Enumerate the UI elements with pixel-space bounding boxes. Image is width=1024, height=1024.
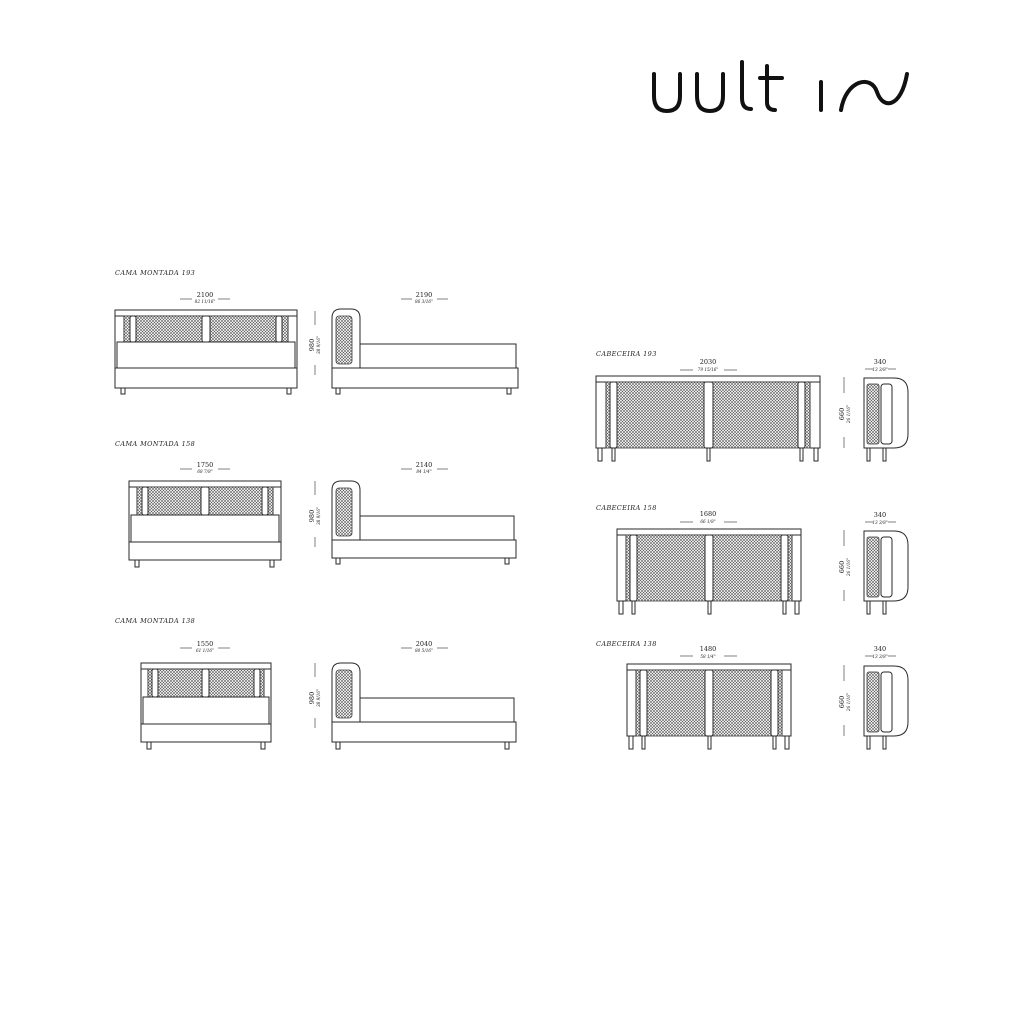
bed-front-view xyxy=(114,309,298,395)
headboard-height: 660 xyxy=(838,561,846,573)
headboard-height: 660 xyxy=(838,408,846,420)
bed-title: CAMA MONTADA 158 xyxy=(115,440,195,448)
headboard-width-in: 66 1/8" xyxy=(700,519,715,524)
side-depth-in: 80 5/16" xyxy=(415,648,433,653)
bed-height-in: 38 9/16" xyxy=(316,336,321,354)
bed-side-view xyxy=(331,480,517,565)
front-width-in: 82 11/16" xyxy=(195,299,216,304)
front-width: 1550 xyxy=(197,640,214,648)
headboard-side-view xyxy=(863,665,909,750)
headboard-title: CABECEIRA 193 xyxy=(596,350,657,358)
bed-height: 980 xyxy=(308,339,316,351)
headboard-158: CABECEIRA 158 1680 66 1/8" 340 13 3/8" 6… xyxy=(596,504,909,615)
headboard-width: 1680 xyxy=(700,510,717,518)
headboard-depth-in: 13 3/8" xyxy=(872,520,887,525)
bed-height-in: 38 9/16" xyxy=(316,689,321,707)
headboard-depth: 340 xyxy=(874,358,886,366)
brand-logo: uultis xyxy=(0,0,909,114)
headboard-front-view xyxy=(616,528,802,615)
bed-side-view xyxy=(331,662,517,750)
headboard-width: 2030 xyxy=(700,358,717,366)
headboard-138: CABECEIRA 138 1480 58 1/4" 340 13 3/8" 6… xyxy=(596,640,909,750)
side-depth: 2140 xyxy=(416,461,433,469)
headboard-height-in: 26 1/16" xyxy=(846,558,851,577)
bed-front-view xyxy=(140,662,272,750)
logo-text: uultis xyxy=(0,0,3,1)
bed-height: 980 xyxy=(308,692,316,704)
front-width: 2100 xyxy=(197,291,214,299)
bed-height: 980 xyxy=(308,510,316,522)
headboard-height: 660 xyxy=(838,696,846,708)
headboard-depth: 340 xyxy=(874,511,886,519)
front-width: 1750 xyxy=(197,461,214,469)
bed-side-view xyxy=(331,308,519,395)
headboard-depth-in: 13 3/8" xyxy=(872,367,887,372)
headboard-title: CABECEIRA 158 xyxy=(596,504,657,512)
headboard-width: 1480 xyxy=(700,645,717,653)
headboard-front-view xyxy=(595,375,821,462)
headboard-height-in: 26 1/16" xyxy=(846,693,851,712)
headboard-width-in: 79 15/16" xyxy=(698,367,719,372)
bed-193: CAMA MONTADA 193 2100 82 11/16" 2190 86 … xyxy=(114,269,519,395)
headboard-depth-in: 13 3/8" xyxy=(872,654,887,659)
headboard-193: CABECEIRA 193 2030 79 15/16" 340 13 3/8"… xyxy=(595,350,909,462)
side-depth-in: 84 1/4" xyxy=(416,469,431,474)
bed-158: CAMA MONTADA 158 1750 68 7/8" 2140 84 1/… xyxy=(115,440,517,568)
front-width-in: 61 1/16" xyxy=(196,648,214,653)
headboard-front-view xyxy=(626,663,792,750)
headboard-depth: 340 xyxy=(874,645,886,653)
bed-height-in: 38 9/16" xyxy=(316,507,321,525)
headboard-title: CABECEIRA 138 xyxy=(596,640,657,648)
side-depth: 2190 xyxy=(416,291,433,299)
bed-front-view xyxy=(128,480,282,568)
bed-title: CAMA MONTADA 193 xyxy=(115,269,195,277)
bed-138: CAMA MONTADA 138 1550 61 1/16" 2040 80 5… xyxy=(115,617,517,750)
headboard-height-in: 26 1/16" xyxy=(846,405,851,424)
front-width-in: 68 7/8" xyxy=(197,469,212,474)
headboard-width-in: 58 1/4" xyxy=(700,654,715,659)
headboard-side-view xyxy=(863,530,909,615)
side-depth-in: 86 3/16" xyxy=(415,299,433,304)
side-depth: 2040 xyxy=(416,640,433,648)
bed-title: CAMA MONTADA 138 xyxy=(115,617,195,625)
headboard-side-view xyxy=(863,377,909,462)
